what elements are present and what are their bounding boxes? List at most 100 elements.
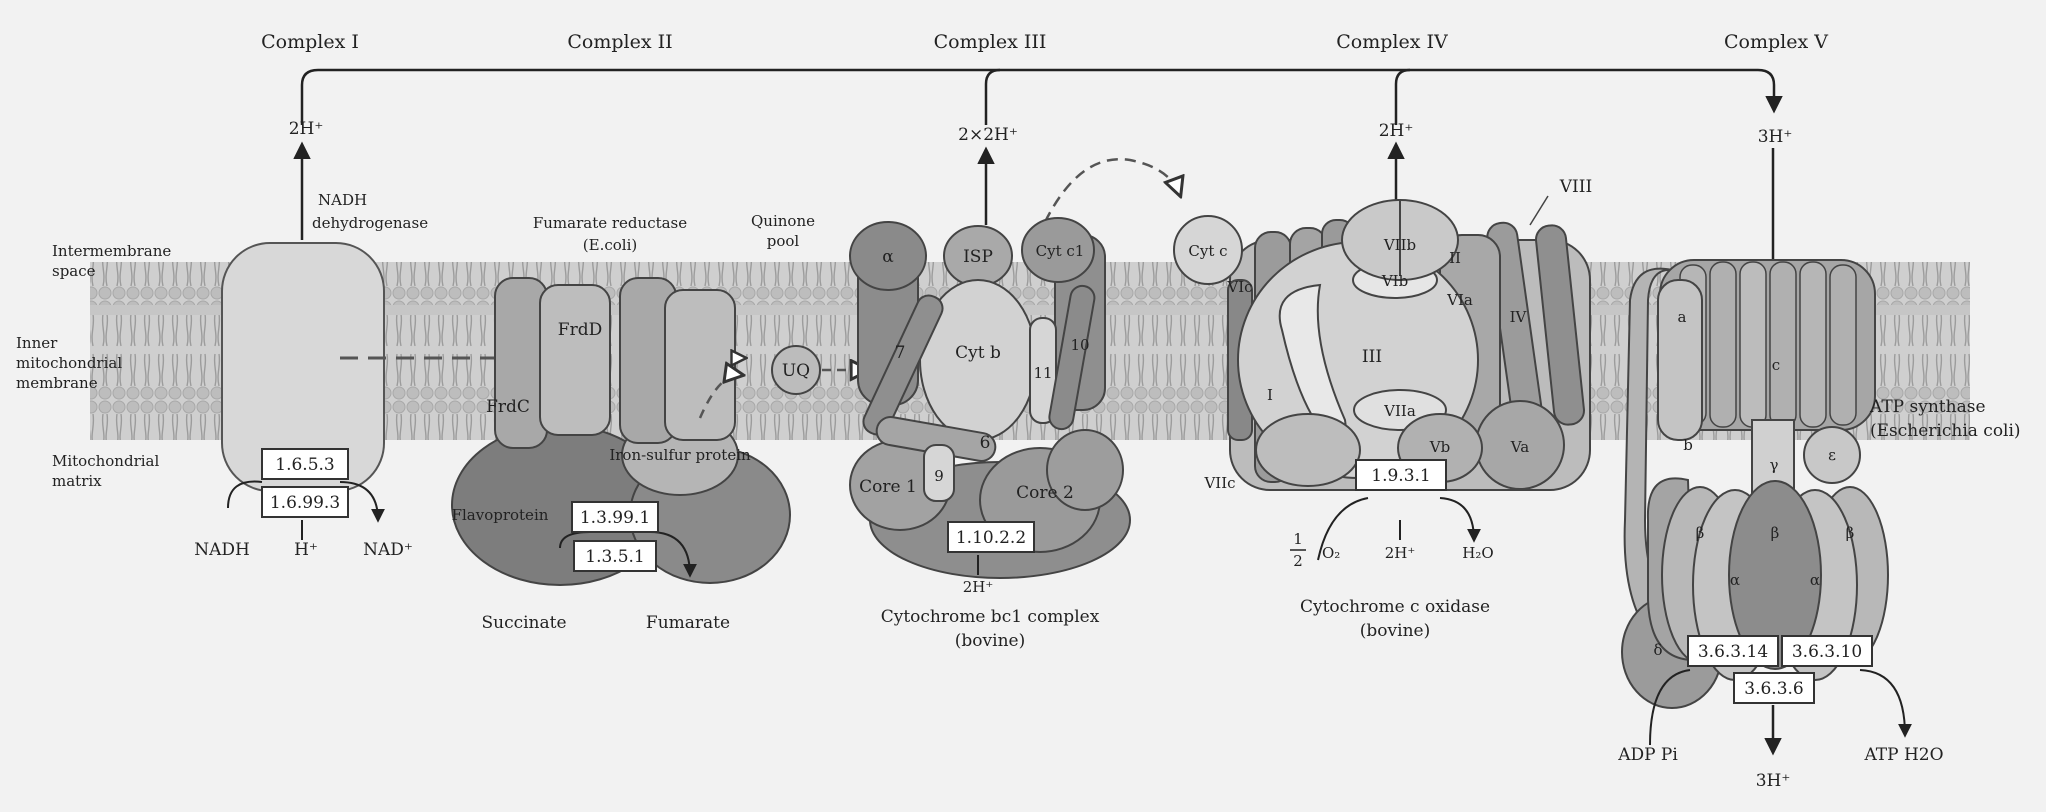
ec-1-3-5-1[interactable]: 1.3.5.1 (574, 541, 656, 571)
fumarate-label: Fumarate (646, 613, 730, 633)
svg-text:II: II (1449, 249, 1461, 267)
svg-text:VIb: VIb (1381, 272, 1408, 290)
svg-text:1.10.2.2: 1.10.2.2 (956, 528, 1026, 548)
complex-iv-title: Complex IV (1336, 31, 1448, 53)
svg-text:III: III (1362, 347, 1382, 367)
frdd-subunit (540, 285, 610, 435)
svg-text:Intermembrane: Intermembrane (52, 242, 171, 260)
svg-text:VIII: VIII (1559, 177, 1592, 197)
complex-i-title: Complex I (261, 31, 359, 53)
svg-text:β: β (1696, 524, 1705, 542)
svg-text:1.6.99.3: 1.6.99.3 (270, 493, 340, 513)
proton-branch-c4 (1396, 70, 1410, 125)
svg-text:1.3.99.1: 1.3.99.1 (580, 508, 650, 528)
complex-iv-name-1: Cytochrome c oxidase (1300, 597, 1490, 617)
proton-c4-out: 2H⁺ (1379, 121, 1414, 141)
svg-text:1: 1 (1293, 530, 1303, 548)
ec-1-3-99-1[interactable]: 1.3.99.1 (572, 502, 658, 532)
uq-label: UQ (782, 361, 810, 381)
proton-branch-c3 (986, 70, 1000, 125)
svg-text:mitochondrial: mitochondrial (16, 354, 122, 372)
proton-c1-out: 2H⁺ (289, 119, 324, 139)
ec-3-6-3-14[interactable]: 3.6.3.14 (1688, 636, 1778, 666)
atp-h2o-label: ATP H2O (1863, 745, 1943, 765)
complex-ii-name-1: Fumarate reductase (533, 214, 687, 232)
svg-text:VIc: VIc (1226, 278, 1252, 296)
h2o-label: H₂O (1462, 544, 1493, 562)
complex-iii-name-2: (bovine) (955, 631, 1025, 651)
svg-text:6: 6 (980, 433, 991, 453)
svg-text:9: 9 (934, 467, 944, 485)
svg-text:β: β (1771, 524, 1780, 542)
svg-text:Cyt c: Cyt c (1188, 242, 1227, 260)
ec-3-6-3-6[interactable]: 3.6.3.6 (1734, 673, 1814, 703)
svg-text:3.6.3.6: 3.6.3.6 (1744, 679, 1803, 699)
c3-to-cytc-electron (1045, 159, 1180, 222)
svg-text:11: 11 (1033, 364, 1052, 382)
svg-text:VIIb: VIIb (1383, 236, 1416, 254)
ec-1-6-5-3[interactable]: 1.6.5.3 (262, 449, 348, 479)
matrix-label: Mitochondrial matrix (52, 452, 159, 490)
svg-text:VIIa: VIIa (1383, 402, 1416, 420)
complex-iv: Cyt c VIIb VIb VIc III VIIa I VIIc Vb Va… (1174, 145, 1592, 641)
h2o-out (1440, 498, 1474, 540)
complex-v: a c b γ ε δ β α α β β ATP synthase (Esch… (1617, 148, 2020, 791)
svg-text:space: space (52, 262, 96, 280)
complex-iv-matrix-proton: 2H⁺ (1385, 544, 1416, 562)
svg-text:3.6.3.10: 3.6.3.10 (1792, 642, 1862, 662)
proton-flow-bracket (302, 70, 1774, 125)
svg-text:δ: δ (1653, 641, 1662, 659)
svg-text:Cyt b: Cyt b (955, 343, 1001, 363)
nadh-label: NADH (194, 540, 250, 560)
complex-i-matrix-proton: H⁺ (294, 540, 318, 560)
frdd-label: FrdD (558, 320, 602, 340)
svg-text:1.6.5.3: 1.6.5.3 (275, 455, 334, 475)
proton-c5-in: 3H⁺ (1758, 127, 1793, 147)
svg-text:α: α (882, 247, 894, 267)
svg-text:I: I (1267, 386, 1273, 404)
svg-text:ε: ε (1828, 446, 1836, 464)
svg-text:Va: Va (1510, 438, 1529, 456)
quinone-label-1: Quinone (751, 212, 815, 230)
svg-text:Core 2: Core 2 (1016, 483, 1074, 503)
complex-i-name-2: dehydrogenase (312, 214, 428, 232)
complex-ii-name-2: (E.coli) (583, 236, 637, 254)
complex-iii-title: Complex III (934, 31, 1047, 53)
svg-text:α: α (1810, 571, 1820, 589)
svg-text:VIIc: VIIc (1203, 474, 1235, 492)
flavoprotein-label: Flavoprotein (452, 506, 549, 524)
nad-label: NAD⁺ (363, 540, 413, 560)
svg-text:IV: IV (1510, 308, 1528, 326)
svg-text:Vb: Vb (1429, 438, 1450, 456)
svg-text:ISP: ISP (963, 247, 993, 267)
ec-1-9-3-1[interactable]: 1.9.3.1 (1356, 460, 1446, 490)
complex-v-name-1: ATP synthase (1869, 397, 1986, 417)
svg-text:3.6.3.14: 3.6.3.14 (1698, 642, 1768, 662)
o2-label: O₂ (1322, 544, 1340, 562)
quinone-label-2: pool (767, 232, 800, 250)
svg-text:α: α (1730, 571, 1740, 589)
adp-pi-label: ADP Pi (1617, 745, 1678, 765)
svg-text:2: 2 (1293, 552, 1303, 570)
subunit-a (1658, 280, 1702, 440)
svg-text:matrix: matrix (52, 472, 102, 490)
ec-1-6-99-3[interactable]: 1.6.99.3 (262, 487, 348, 517)
ec-1-10-2-2[interactable]: 1.10.2.2 (948, 522, 1034, 552)
ec-3-6-3-10[interactable]: 3.6.3.10 (1782, 636, 1872, 666)
svg-text:10: 10 (1070, 336, 1089, 354)
svg-text:Core 1: Core 1 (859, 477, 917, 497)
svg-text:b: b (1683, 436, 1693, 454)
svg-text:1.9.3.1: 1.9.3.1 (1371, 466, 1430, 486)
atp-out (1860, 670, 1905, 735)
svg-text:a: a (1678, 308, 1687, 326)
succinate-label: Succinate (481, 613, 566, 633)
svg-text:c: c (1772, 356, 1780, 374)
iron-sulfur-label: Iron-sulfur protein (609, 446, 751, 464)
svg-text:Inner: Inner (16, 334, 58, 352)
complex-iii-name-1: Cytochrome bc1 complex (881, 607, 1100, 627)
svg-text:Mitochondrial: Mitochondrial (52, 452, 159, 470)
svg-text:Cyt c1: Cyt c1 (1036, 242, 1085, 260)
svg-text:β: β (1846, 524, 1855, 542)
complex-iii-matrix-proton: 2H⁺ (963, 578, 994, 596)
complex-iv-name-2: (bovine) (1360, 621, 1430, 641)
